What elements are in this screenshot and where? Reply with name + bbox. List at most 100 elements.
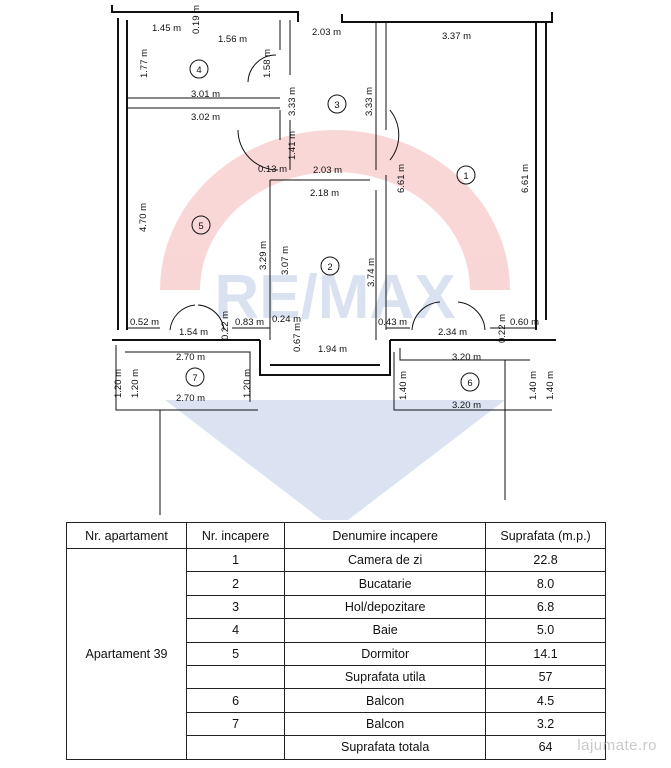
dimension-label: 3.20 m [452, 400, 481, 411]
svg-text:4: 4 [196, 65, 201, 76]
dimension-label: 3.02 m [191, 112, 220, 123]
dimension-label: 1.58 m [262, 49, 273, 78]
dimension-label: 3.33 m [364, 87, 375, 116]
table-row: 2 Bucatarie 8.0 [67, 571, 606, 596]
room-nr-cell [186, 664, 286, 690]
table-row: Apartament 39 1 Camera de zi 22.8 [65, 547, 606, 760]
dimension-label: 1.20 m [242, 369, 253, 398]
dimension-label: 1.40 m [545, 371, 556, 400]
header-room-nr: Nr. incapere [186, 522, 286, 549]
svg-text:5: 5 [198, 221, 203, 232]
dimension-label: 2.34 m [438, 327, 467, 338]
room-nr-cell [186, 735, 286, 760]
svg-text:1: 1 [463, 171, 468, 182]
remax-logo-watermark: RE/MAX [160, 130, 510, 520]
doors [169, 54, 486, 331]
area-cell: 4.5 [485, 688, 606, 713]
dimension-label: 2.03 m [312, 27, 341, 38]
header-room-name: Denumire incapere [284, 522, 487, 549]
room-6-label: 6 [460, 372, 480, 392]
dimension-label: 2.70 m [176, 393, 205, 404]
dimension-label: 0.60 m [510, 317, 539, 328]
dimension-label: 1.94 m [318, 344, 347, 355]
dimension-label: 0.22 m [220, 311, 231, 340]
dimension-label: 0.67 m [292, 323, 303, 352]
dimension-label: 4.70 m [138, 203, 149, 232]
table-row: 7 Balcon 3.2 [67, 711, 606, 737]
room-5-label: 5 [191, 215, 211, 235]
room-name-cell: Hol/depozitare [284, 594, 487, 620]
dimension-label: 3.74 m [366, 258, 377, 287]
dimension-label: 2.03 m [313, 165, 342, 176]
dimension-label: 1.56 m [218, 34, 247, 45]
room-1-label: 1 [456, 165, 476, 185]
area-cell: 6.8 [485, 594, 606, 620]
table-header-row: Nr. apartament Nr. incapere Denumire inc… [65, 522, 606, 549]
dimension-label: 0.43 m [378, 317, 407, 328]
room-4-label: 4 [189, 59, 209, 79]
dimension-label: 1.77 m [139, 49, 150, 78]
table-row: 4 Baie 5.0 [67, 618, 606, 643]
area-cell: 57 [485, 664, 606, 690]
dimension-label: 1.41 m [287, 131, 298, 160]
room-labels: 1 2 3 4 5 6 7 [185, 59, 480, 392]
dimension-label: 0.19 m [191, 5, 202, 34]
room-name-cell: Dormitor [284, 641, 487, 666]
room-3-label: 3 [327, 94, 347, 114]
room-name-cell: Suprafata totala [284, 735, 487, 760]
dimension-label: 3.07 m [280, 246, 291, 275]
dimension-label: 0.52 m [130, 317, 159, 328]
room-nr-cell: 6 [186, 688, 286, 713]
dimension-label: 0.83 m [235, 317, 264, 328]
room-7-label: 7 [185, 367, 205, 387]
dimension-label: 6.61 m [520, 164, 531, 193]
table-row: Suprafata totala 64 [67, 735, 606, 760]
room-nr-cell: 3 [186, 594, 286, 620]
room-name-cell: Bucatarie [284, 571, 487, 596]
room-nr-cell: 5 [186, 641, 286, 666]
room-nr-cell: 4 [186, 618, 286, 643]
header-area: Suprafata (m.p.) [485, 522, 606, 549]
room-name-cell: Suprafata utila [284, 664, 487, 690]
area-cell: 14.1 [485, 641, 606, 666]
svg-text:6: 6 [467, 378, 472, 389]
dimension-label: 3.20 m [452, 352, 481, 363]
room-name-cell: Balcon [284, 688, 487, 713]
dimension-labels: 1.45 m 0.19 m 1.56 m 2.03 m 3.37 m 1.77 … [113, 5, 556, 411]
dimension-label: 1.20 m [113, 369, 124, 398]
dimension-label: 0.13 m [258, 164, 287, 175]
dimension-label: 1.54 m [179, 327, 208, 338]
room-name-cell: Camera de zi [284, 547, 487, 573]
area-cell: 22.8 [485, 547, 606, 573]
area-cell: 64 [485, 735, 606, 760]
dimension-label: 1.40 m [398, 371, 409, 400]
dimension-label: 0.24 m [272, 314, 301, 325]
dimension-label: 3.37 m [442, 31, 471, 42]
svg-text:2: 2 [327, 262, 332, 273]
room-name-cell: Baie [284, 618, 487, 643]
svg-text:3: 3 [334, 100, 339, 111]
dimension-label: 3.29 m [258, 241, 269, 270]
dimension-label: 1.20 m [130, 369, 141, 398]
area-cell: 8.0 [485, 571, 606, 596]
apartment-cell: Apartament 39 [65, 548, 188, 760]
area-cell: 3.2 [485, 711, 606, 737]
logo-text: RE/MAX [214, 263, 455, 332]
room-nr-cell: 7 [186, 711, 286, 737]
room-name-cell: Balcon [284, 711, 487, 737]
dimension-label: 2.18 m [310, 188, 339, 199]
dimension-label: 3.33 m [287, 87, 298, 116]
room-nr-cell: 1 [186, 547, 286, 573]
dimension-label: 1.40 m [528, 371, 539, 400]
floor-plan: RE/MAX [111, 5, 556, 520]
dimension-label: 3.01 m [191, 89, 220, 100]
balloon-red-top [160, 130, 510, 290]
area-table: Nr. apartament Nr. incapere Denumire inc… [65, 522, 606, 760]
walls [111, 5, 556, 515]
table-row: Suprafata utila 57 [67, 664, 606, 690]
dimension-label: 0.22 m [497, 314, 508, 343]
dimension-label: 2.70 m [176, 352, 205, 363]
header-apartment: Nr. apartament [65, 522, 188, 549]
room-2-label: 2 [320, 256, 340, 276]
svg-text:7: 7 [192, 373, 197, 384]
